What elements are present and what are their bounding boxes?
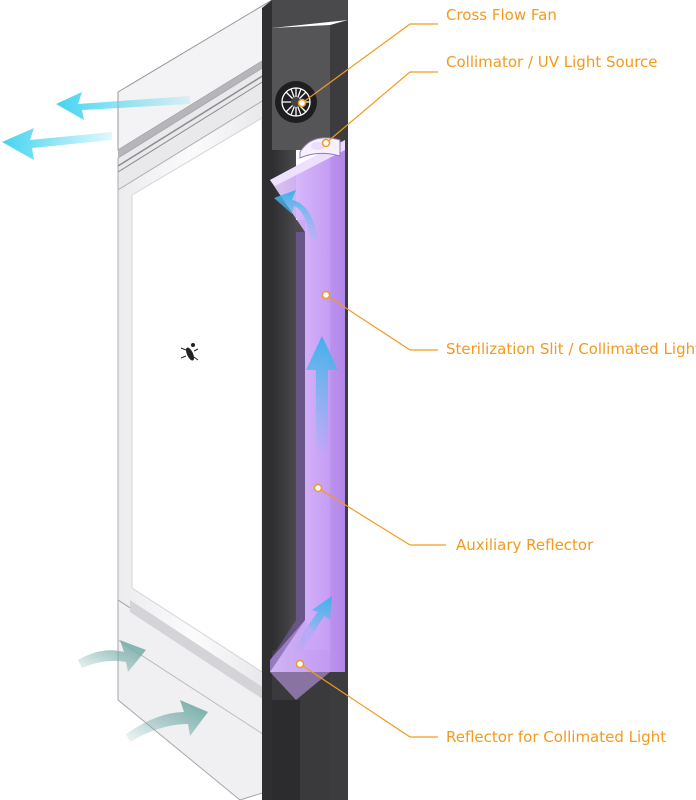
callout-label: Sterilization Slit / Collimated Light xyxy=(446,340,696,358)
callout-label: Cross Flow Fan xyxy=(446,6,557,24)
callout-sterilization-slit: Sterilization Slit / Collimated Light xyxy=(321,290,696,358)
callout-marker xyxy=(297,98,307,108)
callout-auxiliary-reflector: Auxiliary Reflector xyxy=(313,483,594,554)
intake-arrows xyxy=(78,640,208,742)
callout-label: Auxiliary Reflector xyxy=(456,536,594,554)
callout-marker xyxy=(321,290,331,300)
fan-icon xyxy=(275,81,317,123)
callout-label: Collimator / UV Light Source xyxy=(446,53,658,71)
callout-marker xyxy=(321,138,331,148)
callout-collimator: Collimator / UV Light Source xyxy=(321,53,658,148)
callout-marker xyxy=(313,483,323,493)
insect-icon xyxy=(180,343,199,361)
callout-label: Reflector for Collimated Light xyxy=(446,728,666,746)
window-sash xyxy=(117,0,273,800)
callout-reflector-collimated: Reflector for Collimated Light xyxy=(295,659,666,746)
callout-cross-flow-fan: Cross Flow Fan xyxy=(297,6,557,108)
callout-marker xyxy=(295,659,305,669)
exhaust-arrows xyxy=(2,92,190,160)
